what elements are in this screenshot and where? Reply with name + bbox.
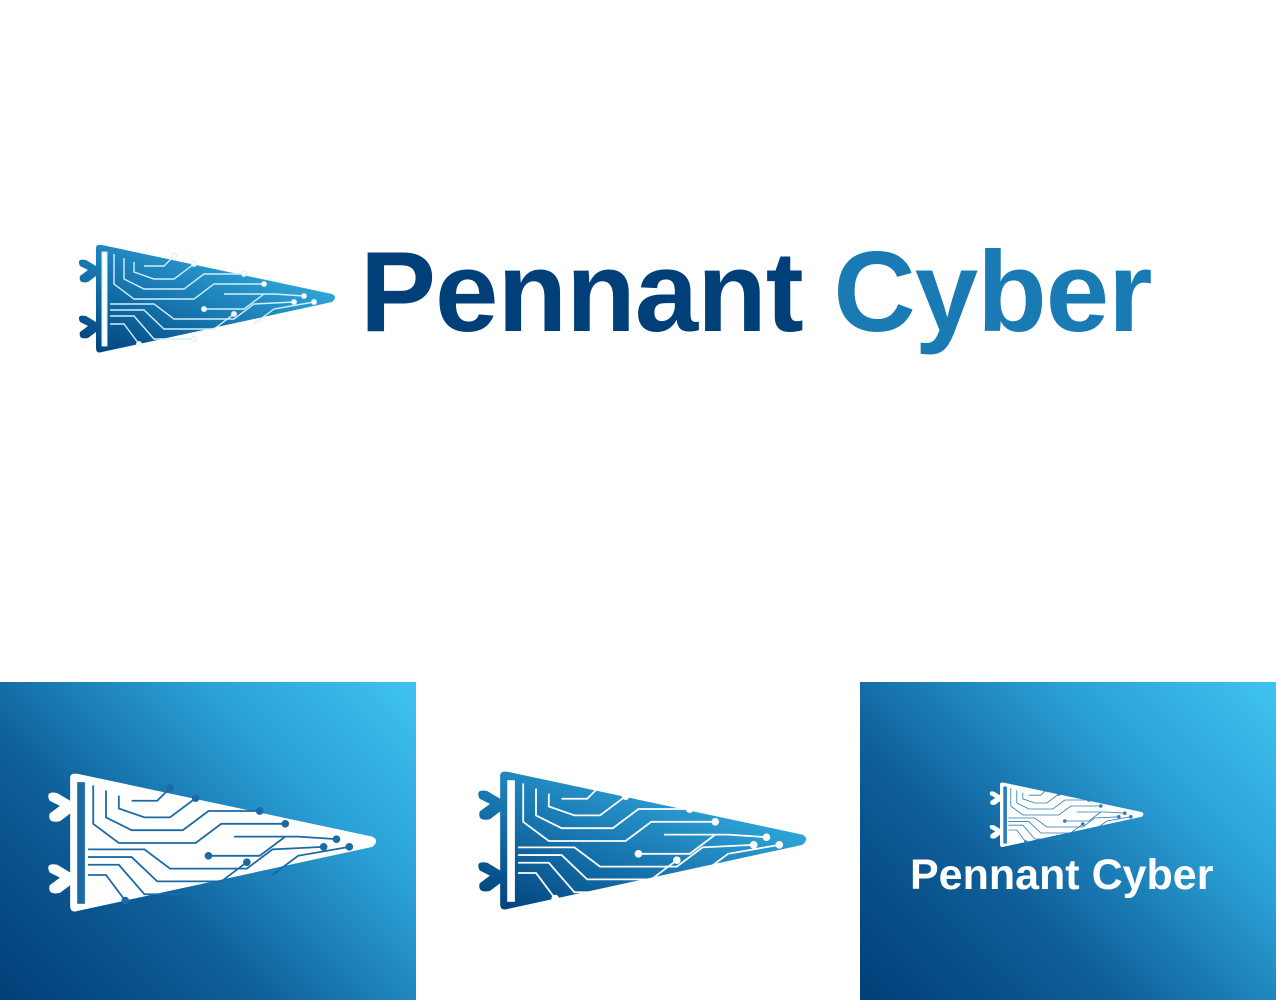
logo-variant-stacked-white [860, 682, 1276, 1000]
brand-wordmark-white: Pennant Cyber [910, 851, 1214, 899]
circuit-pennant-icon [986, 782, 1146, 848]
circuit-pennant-icon [74, 244, 338, 354]
brand-name-pennant: Pennant [360, 229, 804, 356]
circuit-pennant-icon [472, 770, 810, 912]
brand-name-cyber: Cyber [833, 229, 1152, 356]
circuit-pennant-icon [42, 772, 380, 914]
brand-wordmark: Pennant Cyber [360, 228, 1153, 358]
